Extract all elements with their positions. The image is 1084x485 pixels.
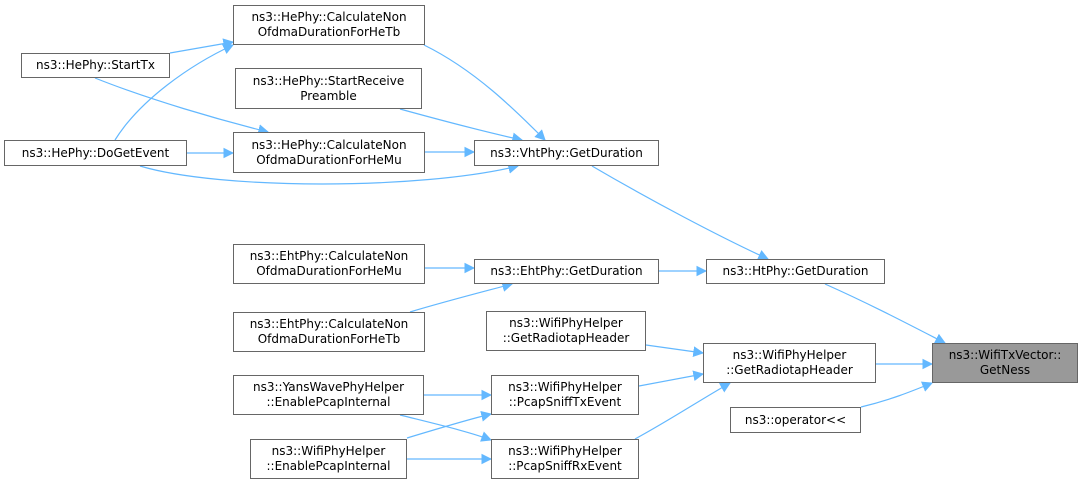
node-getness: ns3::WifiTxVector:: GetNess bbox=[932, 343, 1078, 383]
edge-vhtgetduration-to-htgetduration bbox=[591, 165, 769, 260]
node-pcapsniffrxevent[interactable]: ns3::WifiPhyHelper ::PcapSniffRxEvent bbox=[491, 439, 639, 479]
edge-getradiotap2-to-getradiotap bbox=[645, 344, 705, 357]
node-he-startreceivepreamble[interactable]: ns3::HePhy::StartReceive Preamble bbox=[235, 68, 422, 109]
edge-ehtcalchetb-to-ehtgetduration bbox=[409, 281, 514, 313]
edge-operator-to-getness bbox=[860, 381, 933, 408]
node-pcapsnifftxevent[interactable]: ns3::WifiPhyHelper ::PcapSniffTxEvent bbox=[491, 375, 639, 415]
edge-pcapsnifftx-to-getradiotap bbox=[638, 370, 705, 387]
edge-hecalchetb-to-vhtgetduration bbox=[423, 44, 546, 141]
edge-htgetduration-to-getness bbox=[824, 283, 946, 344]
edge-wifihelperenable-to-pcapsnifftx bbox=[406, 410, 493, 439]
node-he-starttx[interactable]: ns3::HePhy::StartTx bbox=[21, 53, 170, 78]
edge-hestarttx-to-hecalchetb bbox=[169, 38, 235, 54]
edge-hedogetevent-to-vhtgetduration bbox=[139, 163, 520, 185]
node-vht-getduration[interactable]: ns3::VhtPhy::GetDuration bbox=[474, 140, 659, 166]
edge-hestarttx-to-hecalchemu bbox=[94, 77, 270, 135]
node-yanswavephyhelper-enablepcapinternal[interactable]: ns3::YansWavePhyHelper ::EnablePcapInter… bbox=[233, 375, 424, 415]
node-wifiphyhelper-getradiotapheader-caller[interactable]: ns3::WifiPhyHelper ::GetRadiotapHeader bbox=[486, 311, 646, 351]
node-operator-ll[interactable]: ns3::operator<< bbox=[730, 407, 861, 433]
node-wifiphyhelper-enablepcapinternal[interactable]: ns3::WifiPhyHelper ::EnablePcapInternal bbox=[250, 439, 407, 479]
node-eht-getduration[interactable]: ns3::EhtPhy::GetDuration bbox=[474, 259, 659, 284]
node-eht-calculate-hetb[interactable]: ns3::EhtPhy::CalculateNon OfdmaDurationF… bbox=[233, 312, 425, 352]
edge-hedogetevent-to-hecalchetb bbox=[114, 44, 234, 141]
edge-yans-to-pcapsniffrx bbox=[399, 414, 493, 442]
edge-pcapsniffrx-to-getradiotap bbox=[634, 382, 731, 440]
node-he-calculate-hemu[interactable]: ns3::HePhy::CalculateNon OfdmaDurationFo… bbox=[233, 132, 425, 173]
node-wifiphyhelper-getradiotapheader[interactable]: ns3::WifiPhyHelper ::GetRadiotapHeader bbox=[703, 343, 876, 383]
node-ht-getduration[interactable]: ns3::HtPhy::GetDuration bbox=[706, 259, 885, 284]
node-eht-calculate-hemu[interactable]: ns3::EhtPhy::CalculateNon OfdmaDurationF… bbox=[233, 244, 425, 284]
node-he-dogetevent[interactable]: ns3::HePhy::DoGetEvent bbox=[4, 140, 187, 166]
edge-hestartreceive-to-vhtgetduration bbox=[399, 108, 524, 144]
node-he-calculate-hetb[interactable]: ns3::HePhy::CalculateNon OfdmaDurationFo… bbox=[233, 5, 425, 45]
